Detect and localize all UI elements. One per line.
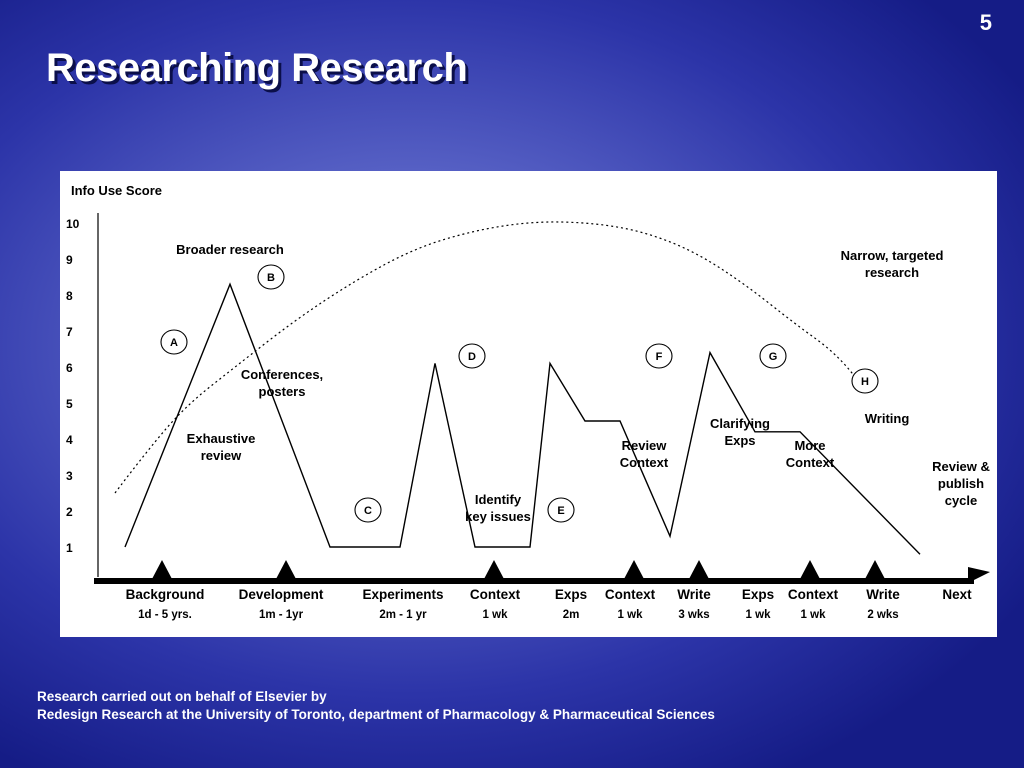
- x-axis-arrowhead: [968, 567, 990, 583]
- y-tick-label: 4: [66, 433, 73, 447]
- phase-label: Next: [942, 587, 972, 602]
- phase-label: Context: [605, 587, 656, 602]
- phase-label: Exps: [742, 587, 774, 602]
- phase-label: Exps: [555, 587, 587, 602]
- phase-duration: 1 wk: [483, 609, 509, 621]
- info-use-line: [124, 282, 921, 555]
- stage-marker-circle: [354, 497, 382, 523]
- phase-duration: 1 wk: [746, 609, 772, 621]
- stage-marker-circle: [645, 343, 673, 369]
- phase-duration: 1m - 1yr: [259, 609, 304, 621]
- stage-marker-circle: [257, 264, 285, 290]
- timeline-marker: [152, 560, 172, 579]
- phase-duration: 1 wk: [801, 609, 827, 621]
- phase-duration: 2m: [563, 609, 580, 621]
- y-tick-label: 3: [66, 469, 73, 483]
- stage-marker-circle: [759, 343, 787, 369]
- x-axis-line: [94, 578, 974, 584]
- y-tick-label: 7: [66, 325, 73, 339]
- footer-line-1: Research carried out on behalf of Elsevi…: [37, 689, 327, 704]
- phase-duration: 3 wks: [678, 609, 709, 621]
- stage-marker-letter: F: [656, 351, 663, 363]
- stage-marker-letter: A: [170, 337, 178, 349]
- timeline-marker: [800, 560, 820, 579]
- phase-label: Write: [677, 587, 711, 602]
- stage-marker-letter: E: [557, 505, 564, 517]
- phase-label: Context: [470, 587, 521, 602]
- footer: Research carried out on behalf of Elsevi…: [37, 688, 715, 724]
- chart-annotation: Writing: [865, 411, 910, 426]
- phase-label: Development: [239, 587, 324, 602]
- stage-marker-letter: G: [769, 351, 778, 363]
- slide-title: Researching Research: [46, 46, 468, 90]
- phase-duration: 2 wks: [867, 609, 898, 621]
- chart-annotation: Broader research: [176, 242, 284, 257]
- phase-label: Background: [126, 587, 205, 602]
- footer-line-2: Redesign Research at the University of T…: [37, 707, 715, 722]
- stage-marker-circle: [458, 343, 486, 369]
- phase-duration: 1 wk: [618, 609, 644, 621]
- timeline-marker: [865, 560, 885, 579]
- y-axis-label: Info Use Score: [71, 183, 162, 198]
- timeline-marker: [484, 560, 504, 579]
- timeline-marker: [689, 560, 709, 579]
- trend-curve-dotted: [114, 221, 867, 494]
- stage-marker-circle: [547, 497, 575, 523]
- y-tick-label: 1: [66, 541, 73, 555]
- stage-marker-letter: D: [468, 351, 476, 363]
- y-tick-label: 5: [66, 397, 73, 411]
- chart-annotation: Conferences,posters: [241, 367, 323, 399]
- y-tick-label: 9: [66, 253, 73, 267]
- phase-label: Context: [788, 587, 839, 602]
- y-tick-label: 2: [66, 505, 73, 519]
- stage-marker-circle: [851, 368, 879, 394]
- phase-duration: 2m - 1 yr: [379, 609, 427, 621]
- stage-marker-letter: B: [267, 272, 275, 284]
- phase-label: Experiments: [362, 587, 443, 602]
- timeline-marker: [624, 560, 644, 579]
- slide-number: 5: [979, 10, 992, 35]
- y-tick-label: 10: [66, 217, 80, 231]
- stage-marker-circle: [160, 329, 188, 355]
- y-tick-label: 6: [66, 361, 73, 375]
- stage-marker-letter: C: [364, 505, 372, 517]
- stage-marker-letter: H: [861, 376, 869, 388]
- phase-duration: 1d - 5 yrs.: [138, 609, 192, 621]
- phase-label: Write: [866, 587, 900, 602]
- timeline-marker: [276, 560, 296, 579]
- y-tick-label: 8: [66, 289, 73, 303]
